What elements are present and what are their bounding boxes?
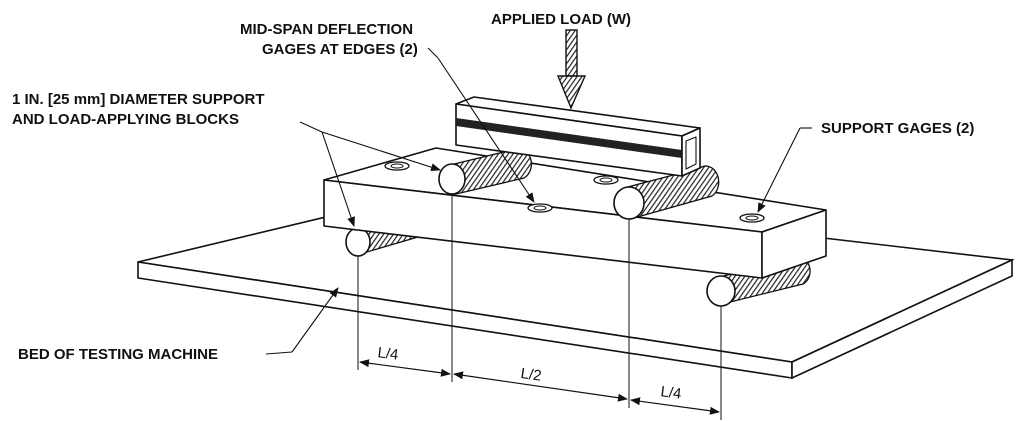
dim-right-quarter-label: L/4 <box>660 383 683 402</box>
midspan-gage-label-line1: MID-SPAN DEFLECTION <box>240 21 413 38</box>
dimension-arrows <box>359 359 720 415</box>
support-blocks-label-line1: 1 IN. [25 mm] DIAMETER SUPPORT <box>12 91 265 108</box>
load-roller-left <box>438 147 533 195</box>
midspan-gage-label-line2: GAGES AT EDGES (2) <box>262 41 418 58</box>
dim-right-quarter-line <box>630 397 720 415</box>
support-gage-right-hole <box>739 213 765 223</box>
support-blocks-label-line2: AND LOAD-APPLYING BLOCKS <box>12 111 239 128</box>
support-gage-left-hole <box>384 161 410 171</box>
midspan-gage-hole <box>527 203 553 213</box>
dim-half-span-line <box>453 371 628 402</box>
dim-half-span-label: L/2 <box>520 365 543 385</box>
support-gages-label: SUPPORT GAGES (2) <box>821 120 974 137</box>
midspan-gage-hole-far <box>593 175 619 185</box>
dim-left-quarter-label: L/4 <box>377 344 400 363</box>
applied-load-arrow <box>556 29 587 110</box>
testing-bed-label: BED OF TESTING MACHINE <box>18 346 218 363</box>
dim-left-quarter-line <box>359 359 451 377</box>
applied-load-label: APPLIED LOAD (W) <box>491 11 631 28</box>
load-applicator-tube <box>455 96 701 177</box>
leader-lines <box>265 47 812 355</box>
dimension-extension-lines <box>357 194 722 420</box>
